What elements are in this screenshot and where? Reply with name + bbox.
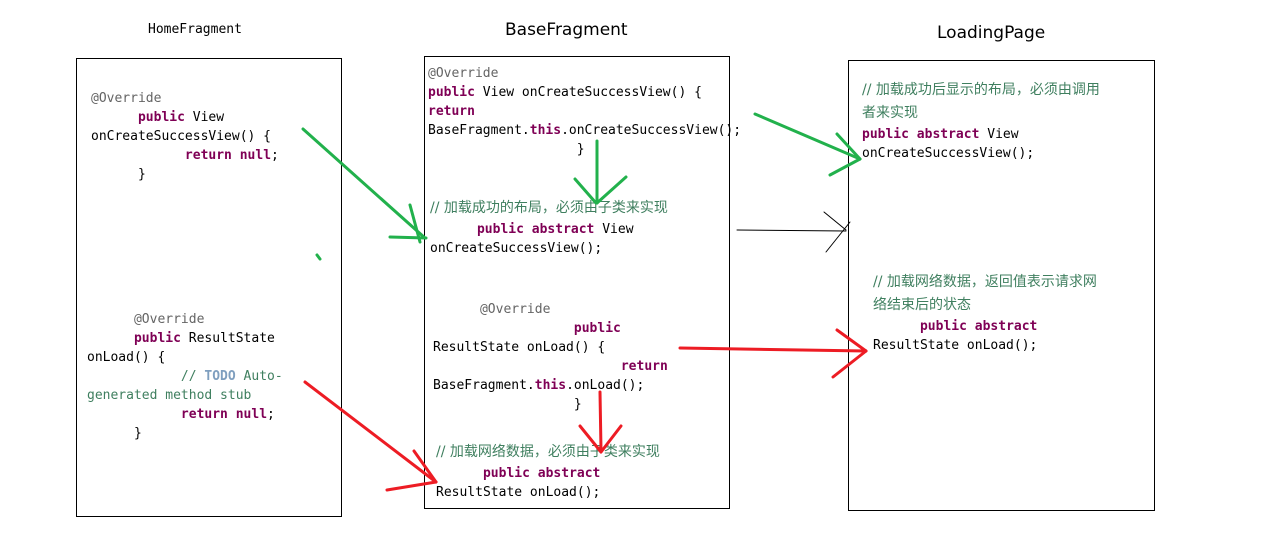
closing-brace: } — [133, 426, 142, 441]
base-fragment-box — [424, 56, 730, 509]
keyword-return: return — [180, 407, 228, 422]
comment-text-continued: generated method stub — [87, 388, 252, 403]
return-type: View — [979, 127, 1019, 142]
annotation: @Override — [428, 66, 499, 81]
method-signature: onCreateSuccessView() { — [91, 129, 272, 144]
semicolon: ; — [267, 407, 275, 422]
keyword-public: public — [137, 110, 185, 125]
base-override-to-abstract-view-arrow — [573, 139, 628, 205]
keyword-public: public — [476, 222, 524, 237]
keyword-return: return — [184, 148, 232, 163]
comment-text: Auto- — [235, 369, 283, 384]
comment: // 加载网络数据，必须由子类来实现 — [436, 444, 660, 460]
return-type: View — [184, 110, 225, 125]
keyword-public: public — [919, 319, 967, 334]
base-override-to-abstract-load-arrow — [578, 390, 623, 454]
home-view-to-base-abstract-arrow — [301, 127, 428, 244]
base-to-loading-black-arrow — [736, 211, 851, 253]
keyword-this: this — [534, 378, 567, 393]
call-suffix: .onLoad(); — [566, 378, 645, 393]
keyword-return: return — [620, 359, 668, 374]
annotation: @Override — [479, 302, 551, 317]
loading-page-box — [848, 60, 1155, 511]
keyword-null: null — [235, 407, 268, 422]
base-load-override-method: @Override public ResultState onLoad() { … — [433, 300, 668, 414]
method-signature: ResultState onLoad() { — [433, 340, 606, 355]
keyword-public: public — [133, 331, 181, 346]
loading-view-abstract-method: // 加载成功后显示的布局，必须由调用 者来实现 public abstract… — [862, 79, 1100, 163]
keyword-abstract: abstract — [974, 319, 1038, 334]
home-fragment-title: HomeFragment — [148, 22, 242, 37]
keyword-public: public — [862, 127, 909, 142]
keyword-return: return — [428, 104, 475, 119]
home-load-method: @Override public ResultState onLoad() { … — [87, 310, 283, 443]
loading-load-abstract-method: // 加载网络数据，返回值表示请求网 络结束后的状态 public abstra… — [873, 271, 1097, 355]
comment-line-2: 者来实现 — [862, 105, 918, 121]
comment-prefix: // — [180, 369, 205, 384]
keyword-public: public — [573, 321, 621, 336]
keyword-public: public — [482, 466, 530, 481]
comment: // 加载成功的布局，必须由子类来实现 — [430, 200, 668, 216]
base-load-abstract-method: // 加载网络数据，必须由子类来实现 public abstract Resul… — [436, 441, 660, 502]
semicolon: ; — [271, 148, 279, 163]
base-fragment-title: BaseFragment — [505, 20, 628, 40]
annotation: @Override — [133, 312, 205, 327]
method-signature: ResultState onLoad(); — [873, 338, 1038, 353]
comment-line-2: 络结束后的状态 — [873, 297, 971, 313]
base-view-abstract-method: // 加载成功的布局，必须由子类来实现 public abstract View… — [430, 197, 668, 258]
method-signature: onCreateSuccessView(); — [430, 241, 603, 256]
base-view-to-loading-view-arrow — [753, 112, 862, 177]
keyword-this: this — [529, 123, 562, 138]
return-type: ResultState — [180, 331, 275, 346]
keyword-abstract: abstract — [916, 127, 980, 142]
stray-mark — [315, 253, 322, 261]
return-type: View — [594, 222, 634, 237]
method-signature: onLoad() { — [87, 350, 166, 365]
method-signature: View onCreateSuccessView() { — [474, 85, 702, 100]
method-signature: onCreateSuccessView(); — [862, 146, 1035, 161]
closing-brace: } — [573, 397, 582, 412]
call-prefix: BaseFragment. — [428, 123, 530, 138]
home-fragment-box — [76, 58, 342, 517]
closing-brace: } — [576, 142, 585, 157]
method-signature: ResultState onLoad(); — [436, 485, 601, 500]
keyword-null: null — [239, 148, 272, 163]
comment-line-1: // 加载成功后显示的布局，必须由调用 — [862, 82, 1100, 98]
closing-brace: } — [137, 167, 146, 182]
home-view-method: @Override public View onCreateSuccessVie… — [91, 89, 279, 184]
call-prefix: BaseFragment. — [433, 378, 535, 393]
annotation: @Override — [91, 91, 162, 106]
keyword-abstract: abstract — [537, 466, 601, 481]
call-suffix: .onCreateSuccessView(); — [561, 123, 742, 138]
comment-line-1: // 加载网络数据，返回值表示请求网 — [873, 274, 1097, 290]
todo-tag: TODO — [204, 369, 236, 384]
loading-page-title: LoadingPage — [937, 23, 1046, 43]
keyword-public: public — [428, 85, 475, 100]
keyword-abstract: abstract — [531, 222, 595, 237]
base-load-to-loading-load-arrow — [678, 328, 868, 379]
base-view-override-method: @Override public View onCreateSuccessVie… — [428, 64, 741, 159]
home-load-to-base-abstract-arrow — [303, 380, 438, 492]
